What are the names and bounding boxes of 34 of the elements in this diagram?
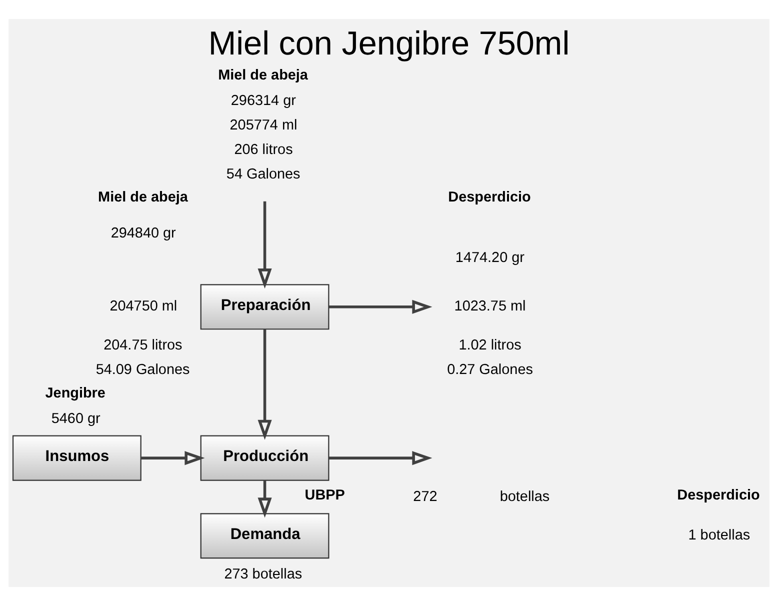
label: botellas	[500, 488, 550, 505]
node-box: Preparación	[200, 284, 330, 330]
label: 205774 ml	[230, 117, 298, 134]
arrow	[258, 480, 272, 518]
arrow	[141, 451, 205, 466]
label: UBPP	[304, 488, 345, 504]
label: 1023.75 ml	[454, 298, 526, 315]
node-box: Producción	[200, 435, 330, 481]
node-box: Insumos	[12, 435, 142, 481]
diagram-title: Miel con Jengibre 750ml	[208, 26, 570, 63]
label: Jengibre	[45, 385, 106, 402]
label: Miel de abeja	[218, 67, 308, 84]
label: 272	[413, 488, 438, 505]
label: 54 Galones	[226, 166, 300, 182]
label: Miel de abeja	[98, 190, 188, 206]
label: 206 litros	[234, 142, 293, 158]
label: 1 botellas	[688, 528, 750, 544]
arrow	[328, 300, 432, 314]
label: 0.27 Galones	[447, 362, 533, 378]
label: 204750 ml	[110, 298, 178, 315]
label: Desperdicio	[677, 488, 760, 504]
label: 273 botellas	[224, 566, 302, 583]
arrow	[258, 329, 272, 440]
label: 294840 gr	[110, 225, 176, 242]
node-box: Demanda	[200, 513, 330, 559]
arrow	[258, 201, 272, 289]
label: 204.75 litros	[104, 338, 182, 354]
label: 54.09 Galones	[96, 362, 190, 378]
label: 5460 gr	[51, 410, 100, 427]
label: 296314 gr	[230, 93, 296, 110]
arrow	[328, 451, 432, 466]
label: 1474.20 gr	[455, 250, 524, 266]
label: 1.02 litros	[458, 338, 522, 354]
label: Desperdicio	[448, 190, 531, 206]
